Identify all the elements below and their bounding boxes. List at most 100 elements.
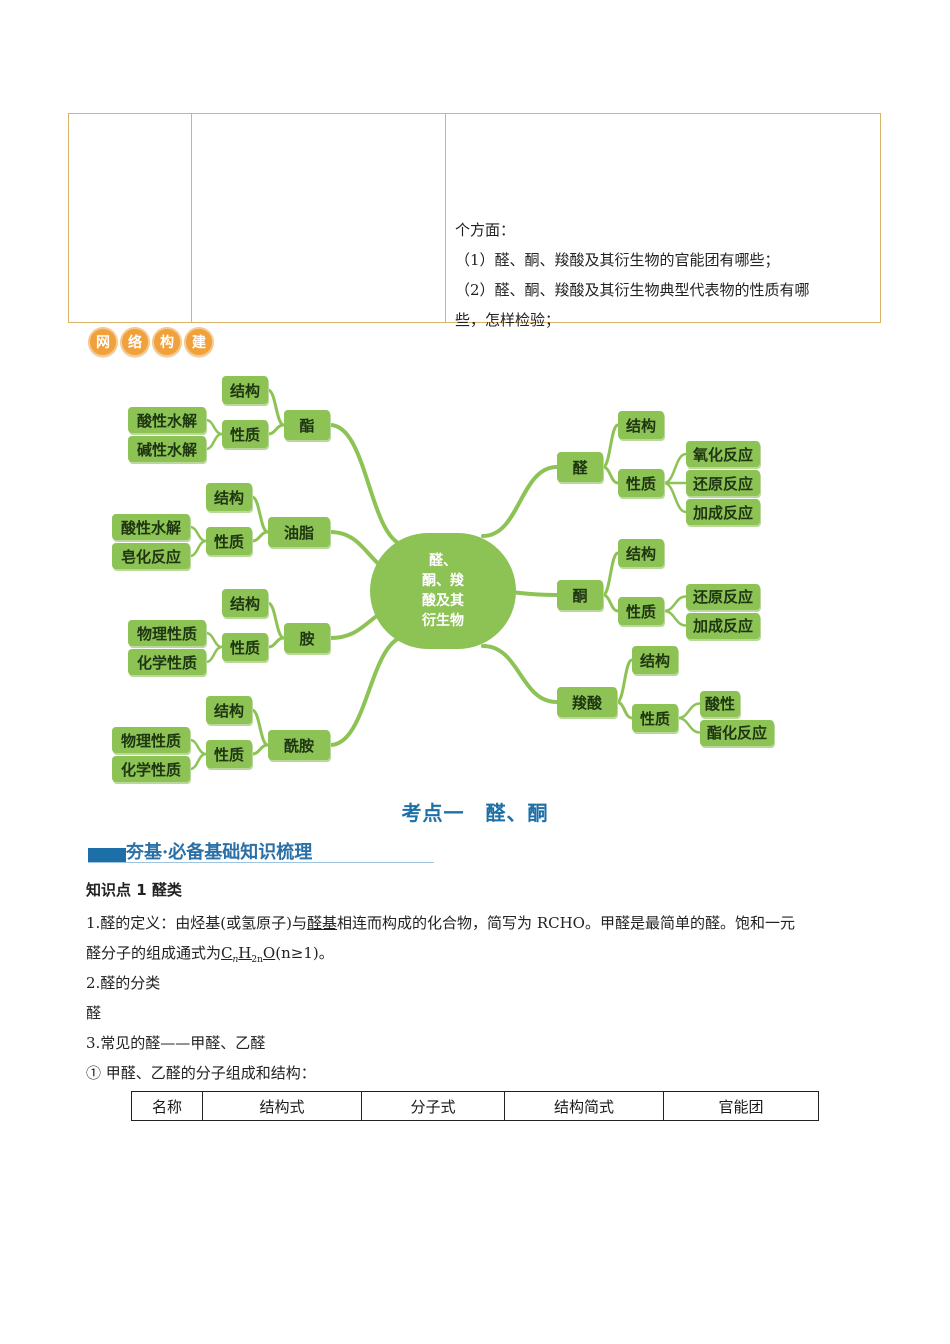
mindmap-branch-line xyxy=(662,595,688,613)
mindmap-branch-line xyxy=(662,481,688,514)
mindmap-node-structure: 结构 xyxy=(222,589,268,617)
mindmap-branch-line xyxy=(266,388,286,427)
mindmap-branch-line xyxy=(615,658,634,704)
mindmap-leaf: 酯化反应 xyxy=(700,719,774,746)
mindmap-node-property: 性质 xyxy=(222,633,268,661)
badge-char: 建 xyxy=(184,327,214,357)
mindmap-node-property: 性质 xyxy=(618,469,664,497)
mindmap-leaf: 皂化反应 xyxy=(112,543,190,569)
top-table-line: （2）醛、酮、羧酸及其衍生物典型代表物的性质有哪 xyxy=(455,281,810,299)
mindmap-branch-line xyxy=(188,539,208,558)
mindmap-branch-line xyxy=(250,743,270,756)
mindmap-leaf: 氧化反应 xyxy=(686,441,760,467)
mindmap-branch-line xyxy=(188,738,208,756)
mindmap-node-structure: 结构 xyxy=(618,539,664,567)
top-table-line: 些，怎样检验； xyxy=(455,311,561,329)
knowledge-point-title: 知识点 1 醛类 xyxy=(86,881,182,899)
badge-char: 络 xyxy=(120,327,150,357)
badge-char: 构 xyxy=(152,327,182,357)
table-header-cell: 结构简式 xyxy=(504,1091,664,1121)
network-badge: 网 络 构 建 xyxy=(88,327,214,357)
mindmap-leaf: 酸性水解 xyxy=(112,514,190,540)
table-header-cell: 名称 xyxy=(131,1091,203,1121)
mindmap-branch-line xyxy=(328,634,410,747)
mindmap-leaf: 化学性质 xyxy=(128,649,206,675)
mindmap-branches xyxy=(188,388,702,771)
banner-bar xyxy=(88,848,126,862)
mindmap-branch-line xyxy=(204,645,224,664)
mindmap-node-酰胺: 酰胺 xyxy=(268,730,330,760)
banner-text: 夯基·必备基础知识梳理 xyxy=(126,842,313,863)
table-header-cell: 结构式 xyxy=(202,1091,362,1121)
section-title: 考点一 醛、酮 xyxy=(401,801,549,825)
mindmap-node-胺: 胺 xyxy=(284,623,330,653)
general-formula: CnH2nO xyxy=(221,944,276,965)
top-table-col-2 xyxy=(191,114,446,322)
mindmap-node-property: 性质 xyxy=(222,420,268,448)
table-header-row: 名称 结构式 分子式 结构简式 官能团 xyxy=(131,1091,819,1121)
mindmap-leaf: 物理性质 xyxy=(112,727,190,753)
text: 醛分子的组成通式为 xyxy=(86,944,222,962)
mindmap-node-醛: 醛 xyxy=(557,452,603,482)
text: 相连而构成的化合物，简写为 RCHO。甲醛是最简单的醛。饱和一元 xyxy=(337,914,795,932)
mindmap-branch-line xyxy=(601,423,620,469)
mindmap-branch-line xyxy=(188,525,208,543)
mindmap-branch-line xyxy=(676,716,702,734)
mindmap-node-structure: 结构 xyxy=(632,646,678,674)
mindmap-branch-line xyxy=(266,423,286,436)
classification-title: 2.醛的分类 xyxy=(86,974,161,992)
mindmap-node-羧酸: 羧酸 xyxy=(557,687,617,717)
text: 。 xyxy=(318,944,334,962)
mindmap-branch-line xyxy=(204,631,224,649)
structure-table: 名称 结构式 分子式 结构简式 官能团 xyxy=(131,1091,819,1121)
top-table-col-1 xyxy=(69,114,192,322)
mindmap-branch-line xyxy=(250,495,270,534)
mindmap-center: 醛、酮、羧酸及其衍生物 xyxy=(370,533,516,649)
mindmap-leaf: 化学性质 xyxy=(112,756,190,782)
formula-sub: n xyxy=(232,955,239,965)
mindmap-center-label: 醛、酮、羧酸及其衍生物 xyxy=(422,553,464,629)
top-info-table xyxy=(68,113,881,323)
mindmap-branch-line xyxy=(250,530,270,543)
mindmap-node-structure: 结构 xyxy=(206,483,252,511)
mindmap-node-油脂: 油脂 xyxy=(268,517,330,547)
badge-char: 网 xyxy=(88,327,118,357)
formula-sub: 2n xyxy=(251,955,263,965)
mindmap-branch-line xyxy=(601,551,620,597)
mindmap-leaf: 物理性质 xyxy=(128,620,206,646)
mindmap-branch-line xyxy=(204,432,224,451)
mindmap-node-property: 性质 xyxy=(206,740,252,768)
mindmap-branch-line xyxy=(266,601,286,640)
mindmap-node-property: 性质 xyxy=(618,597,664,625)
definition-line-1: 1.醛的定义：由烃基(或氢原子)与醛基相连而构成的化合物，简写为 RCHO。甲醛… xyxy=(86,912,795,934)
classification-item: 醛 xyxy=(86,1004,102,1022)
banner-underline xyxy=(88,862,434,863)
mindmap-branch-line xyxy=(615,700,634,720)
table-header-cell: 分子式 xyxy=(361,1091,505,1121)
mindmap-leaf: 酸性 xyxy=(700,690,740,717)
definition-line-2: 醛分子的组成通式为CnH2nO(n≥1)。 xyxy=(86,942,334,971)
formula-condition: (n≥1) xyxy=(275,944,319,962)
formula-o: O xyxy=(262,944,276,962)
mindmap-branch-line xyxy=(662,452,688,485)
mindmap-leaf: 还原反应 xyxy=(686,470,760,496)
mindmap-branch-line xyxy=(662,609,688,627)
subsection-title: ① 甲醛、乙醛的分子组成和结构： xyxy=(86,1064,316,1082)
top-table-line: 个方面： xyxy=(455,221,516,239)
mindmap-branch-line xyxy=(601,465,620,485)
mindmap-branch-line xyxy=(328,423,410,548)
table-header-cell: 官能团 xyxy=(663,1091,819,1121)
mindmap-branch-line xyxy=(481,465,559,538)
mindmap-node-酮: 酮 xyxy=(557,580,603,610)
mindmap-node-property: 性质 xyxy=(206,527,252,555)
formula-h: H xyxy=(238,944,252,962)
mindmap-node-酯: 酯 xyxy=(284,410,330,440)
mindmap-branch-line xyxy=(676,702,702,720)
mindmap-branch-line xyxy=(601,593,620,613)
underlined-term: 醛基 xyxy=(307,914,338,932)
mindmap-node-structure: 结构 xyxy=(206,696,252,724)
common-aldehydes-title: 3.常见的醛——甲醛、乙醛 xyxy=(86,1034,266,1052)
mindmap-branch-line xyxy=(266,636,286,649)
mindmap-node-structure: 结构 xyxy=(618,411,664,439)
mindmap-node-property: 性质 xyxy=(632,704,678,732)
